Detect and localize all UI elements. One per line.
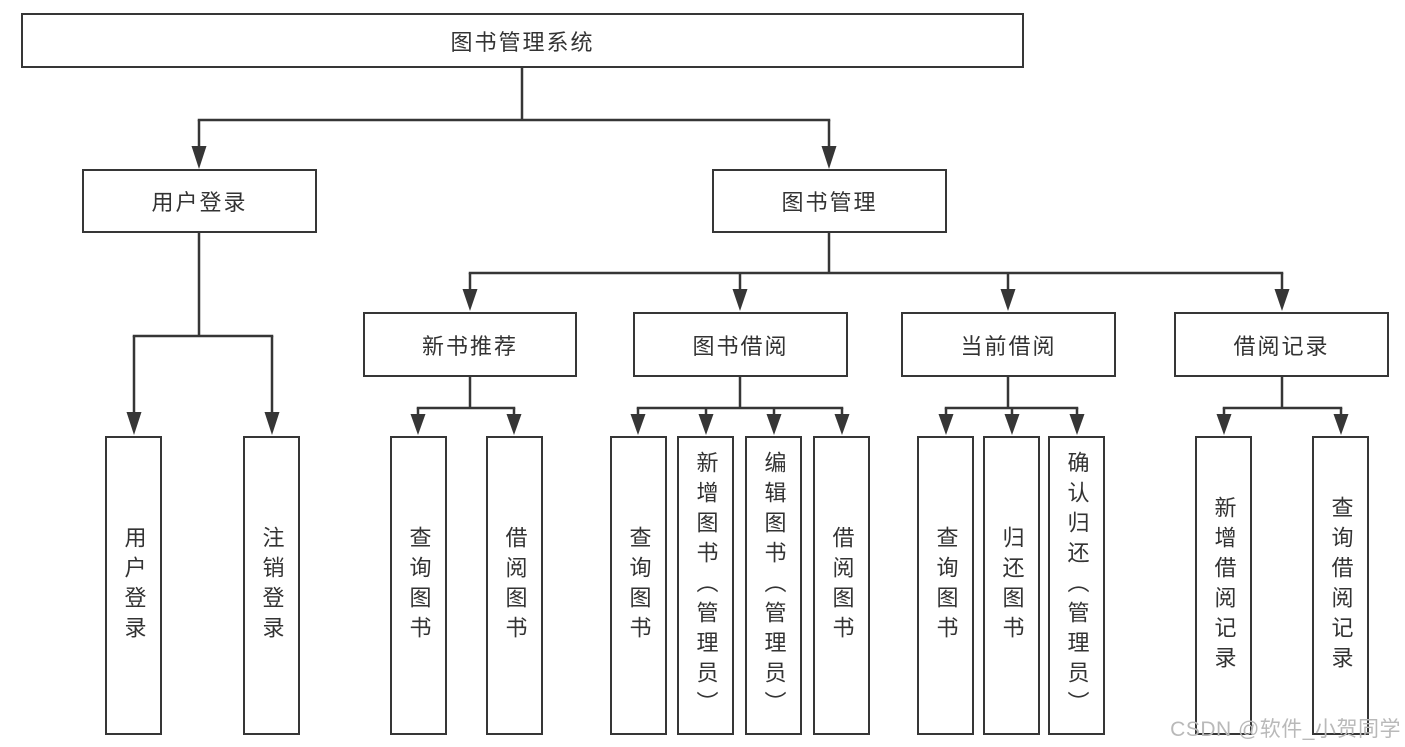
node-label: 借阅记录	[1233, 333, 1330, 359]
node-borrowing-records: 借阅记录	[1174, 312, 1389, 377]
leaf-user-login: 用户登录	[105, 436, 162, 735]
connector-book-borrow-to-leaves	[630, 376, 850, 435]
connector-current-borrow-to-leaves	[938, 376, 1085, 435]
node-book-borrowing: 图书借阅	[633, 312, 848, 377]
leaf-label: 查询图书	[626, 525, 652, 646]
node-current-borrowing: 当前借阅	[901, 312, 1116, 377]
leaf-label: 查询图书	[406, 525, 432, 646]
node-user-login: 用户登录	[82, 169, 317, 233]
leaf-records-query-borrow-record: 查询借阅记录	[1312, 436, 1369, 735]
node-label: 当前借阅	[960, 333, 1057, 359]
leaf-current-query-books: 查询图书	[917, 436, 974, 735]
leaf-label: 借阅图书	[502, 525, 528, 646]
leaf-bookborrow-add-books-admin: 新增图书（管理员）	[677, 436, 734, 735]
node-label: 图书管理系统	[450, 29, 595, 55]
node-book-management: 图书管理	[712, 169, 947, 233]
leaf-logout: 注销登录	[243, 436, 300, 735]
leaf-current-confirm-return-admin: 确认归还（管理员）	[1048, 436, 1105, 735]
node-label: 新书推荐	[421, 333, 518, 359]
leaf-label: 新增借阅记录	[1211, 495, 1237, 676]
leaf-newbooks-borrow-books: 借阅图书	[486, 436, 543, 735]
leaf-label: 归还图书	[999, 525, 1025, 646]
leaf-label: 编辑图书（管理员）	[761, 450, 787, 721]
connector-book-mgmt-to-level3	[462, 232, 1290, 311]
node-label: 图书管理	[781, 190, 878, 215]
leaf-records-add-borrow-record: 新增借阅记录	[1195, 436, 1252, 735]
node-library-management-system: 图书管理系统	[21, 13, 1024, 68]
leaf-bookborrow-borrow-books: 借阅图书	[813, 436, 870, 735]
leaf-label: 新增图书（管理员）	[693, 450, 719, 721]
connector-new-books-to-leaves	[410, 376, 522, 435]
connector-borrow-records-to-leaves	[1216, 376, 1349, 435]
leaf-label: 查询借阅记录	[1328, 495, 1354, 676]
leaf-label: 查询图书	[933, 525, 959, 646]
csdn-watermark: CSDN @软件_小贺同学	[1170, 718, 1401, 741]
leaf-bookborrow-query-books: 查询图书	[610, 436, 667, 735]
leaf-newbooks-query-books: 查询图书	[390, 436, 447, 735]
leaf-bookborrow-edit-books-admin: 编辑图书（管理员）	[745, 436, 802, 735]
leaf-label: 注销登录	[259, 525, 285, 646]
leaf-current-return-books: 归还图书	[983, 436, 1040, 735]
node-label: 图书借阅	[692, 333, 789, 359]
leaf-label: 用户登录	[121, 525, 147, 646]
node-new-book-recommendation: 新书推荐	[363, 312, 577, 377]
connector-user-login-to-leaves	[126, 232, 280, 435]
leaf-label: 确认归还（管理员）	[1064, 450, 1090, 721]
node-label: 用户登录	[151, 190, 248, 215]
leaf-label: 借阅图书	[829, 525, 855, 646]
connector-root-to-level2	[191, 67, 837, 169]
